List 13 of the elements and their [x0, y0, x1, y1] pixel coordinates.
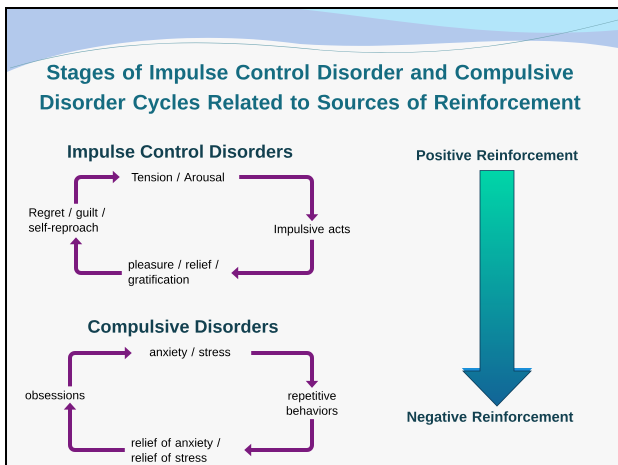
stage-label: pleasure / relief / gratification	[128, 260, 219, 286]
stage-label: repetitive behaviors	[286, 391, 338, 415]
stage-label: relief of anxiety / relief of stress	[132, 438, 220, 462]
section-heading: Impulse Control Disorders	[68, 144, 292, 162]
stage-label: anxiety / stress	[150, 347, 230, 359]
stage-label: Regret / guilt / self-reproach	[28, 208, 106, 234]
stage-label: Impulsive acts	[274, 224, 350, 236]
reinforcement-label: Negative Reinforcement	[408, 411, 574, 425]
reinforcement-label: Positive Reinforcement	[417, 150, 578, 160]
stage-label: obsessions	[26, 390, 85, 400]
section-heading: Compulsive Disorders	[88, 320, 278, 336]
title: Stages of Impulse Control Disorder and Compulsive Disorder Cycles Related to Sources of Reinforcement	[40, 64, 580, 114]
stage-label: Tension / Arousal	[132, 172, 224, 182]
